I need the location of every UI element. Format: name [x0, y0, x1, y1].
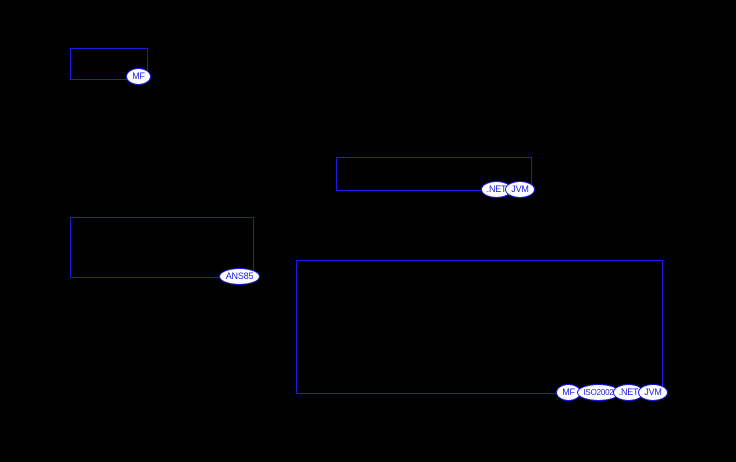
rectangle-mf[interactable]	[70, 48, 148, 80]
badge-ans85[interactable]: ANS85	[219, 268, 260, 285]
badge-mf[interactable]: MF	[556, 384, 581, 401]
badge-jvm[interactable]: JVM	[505, 181, 535, 198]
rectangle-net-jvm[interactable]	[336, 157, 532, 191]
badge-jvm[interactable]: JVM	[638, 384, 668, 401]
badge-mf[interactable]: MF	[126, 68, 151, 85]
badge-net[interactable]: .NET	[481, 181, 512, 198]
rectangle-mf-iso2002-net-jvm[interactable]	[296, 260, 663, 394]
rectangle-ans85[interactable]	[70, 217, 254, 278]
